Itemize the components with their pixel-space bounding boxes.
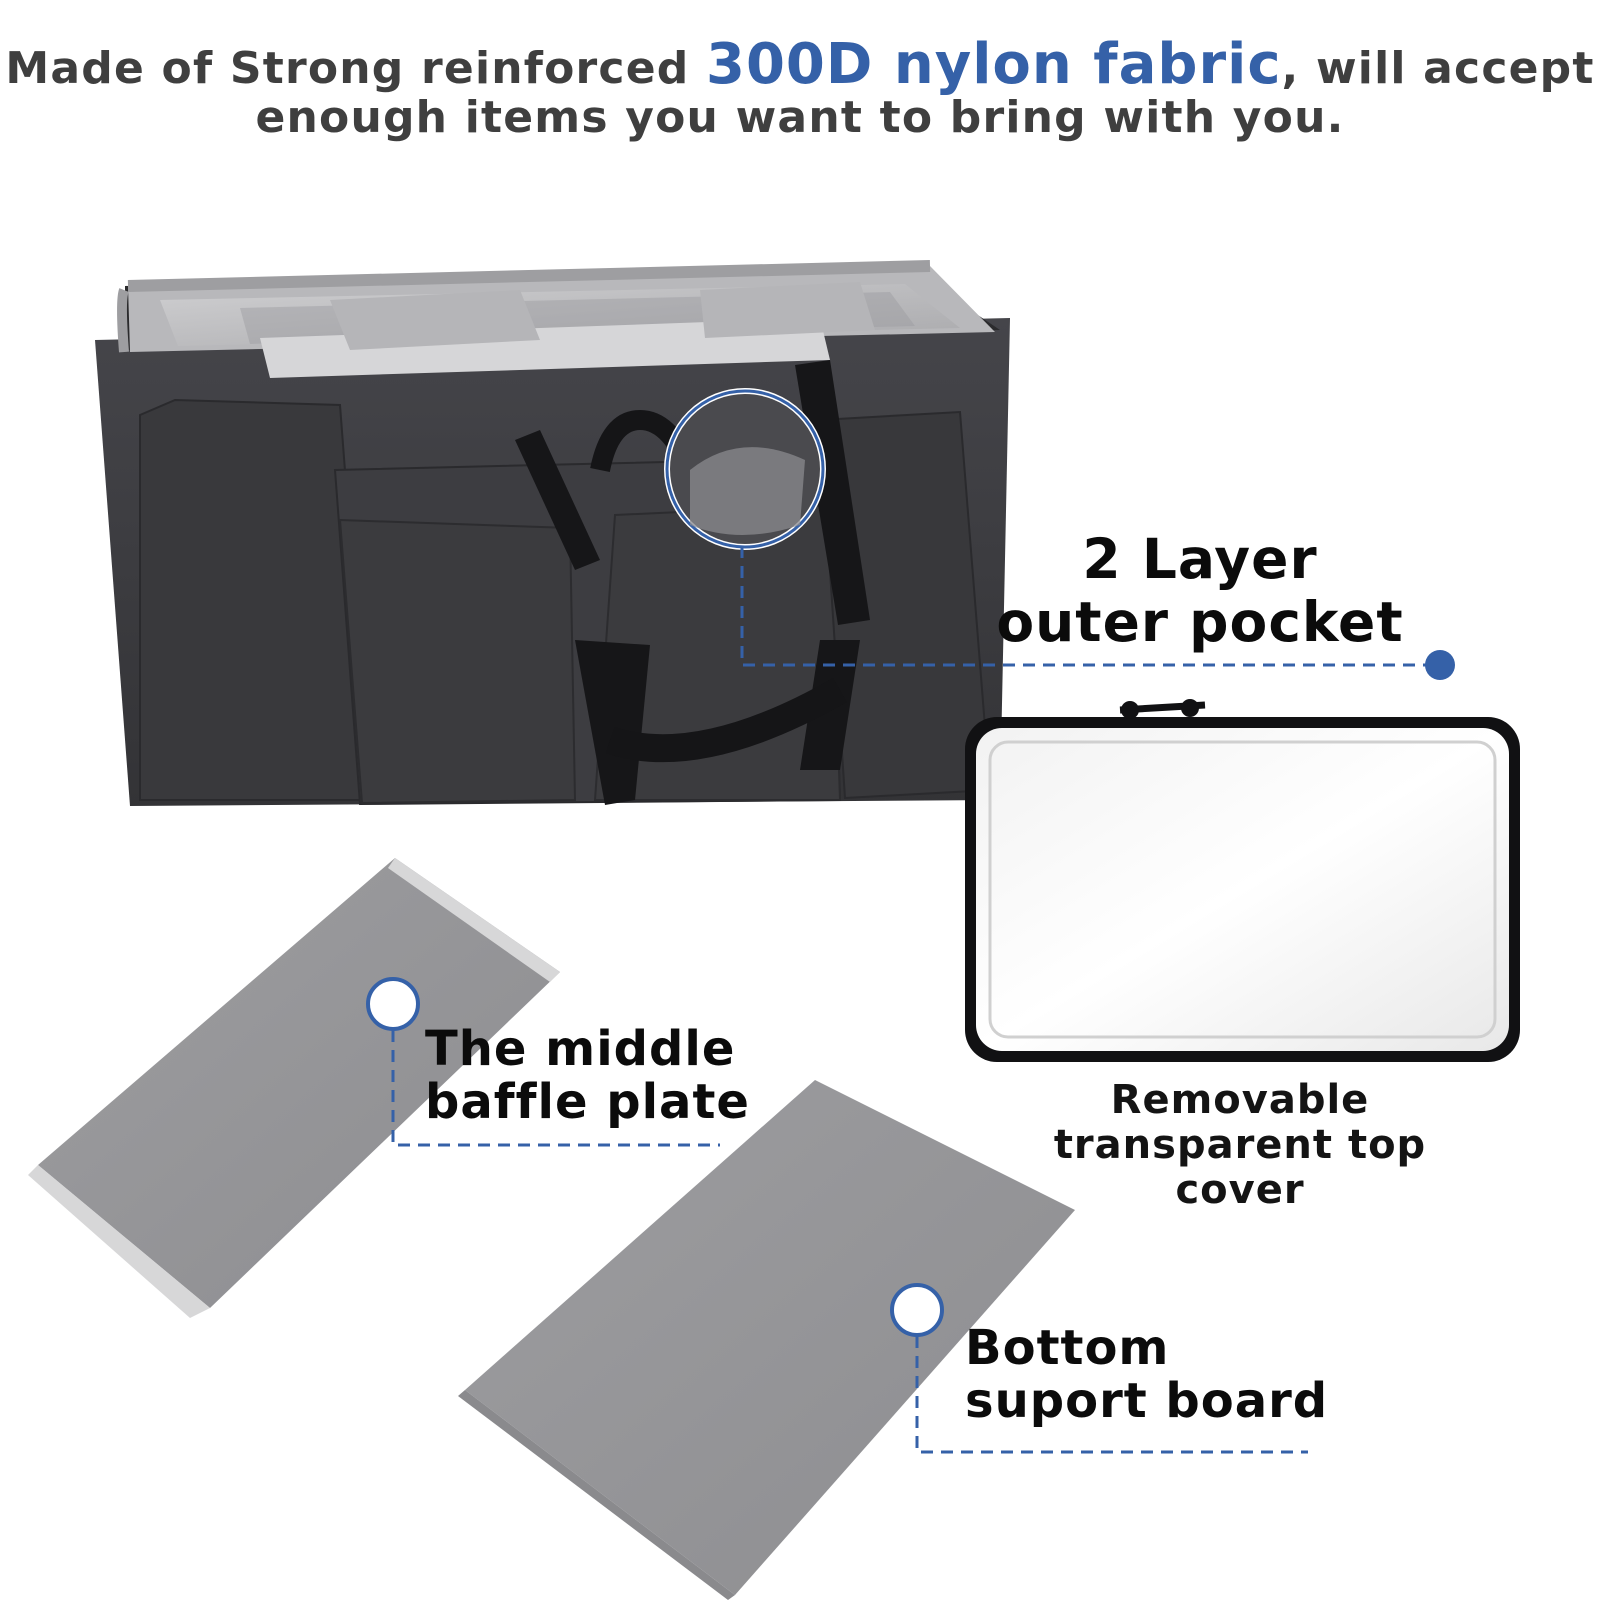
callout-dot-icon bbox=[1425, 650, 1455, 680]
baffle-plate-line-2: baffle plate bbox=[425, 1073, 750, 1130]
transparent-top-cover bbox=[965, 699, 1520, 1062]
organizer-bag bbox=[95, 260, 1010, 806]
top-cover-line-2: transparent top cover bbox=[1053, 1121, 1427, 1213]
outer-pocket-line-2: outer pocket bbox=[996, 590, 1404, 655]
bottom-board-label: Bottom suport board bbox=[965, 1322, 1328, 1428]
headline-prefix: Made of Strong reinforced bbox=[5, 43, 706, 94]
pocket-callout-line bbox=[740, 546, 1455, 680]
baffle-plate-label: The middle baffle plate bbox=[425, 1023, 750, 1129]
bottom-board-line-2: suport board bbox=[965, 1372, 1329, 1429]
bottom-support-board bbox=[458, 1080, 1308, 1600]
top-cover-label: Removable transparent top cover bbox=[1005, 1078, 1475, 1212]
outer-pocket-line-1: 2 Layer bbox=[1082, 527, 1318, 591]
headline-accent: 300D nylon fabric bbox=[705, 32, 1282, 97]
headline: Made of Strong reinforced 300D nylon fab… bbox=[0, 34, 1600, 142]
baffle-plate-line-1: The middle bbox=[425, 1021, 736, 1077]
headline-line-1: Made of Strong reinforced 300D nylon fab… bbox=[0, 34, 1600, 96]
headline-suffix: , will accept bbox=[1281, 43, 1595, 94]
outer-pocket-label: 2 Layer outer pocket bbox=[990, 527, 1410, 655]
bottom-board-line-1: Bottom bbox=[965, 1320, 1170, 1376]
top-cover-line-1: Removable bbox=[1110, 1077, 1370, 1123]
headline-line-2: enough items you want to bring with you. bbox=[255, 91, 1345, 143]
baffle-callout-dot-icon bbox=[366, 977, 420, 1031]
bottom-callout-dot-icon bbox=[890, 1283, 944, 1337]
middle-baffle-plate bbox=[28, 858, 720, 1318]
